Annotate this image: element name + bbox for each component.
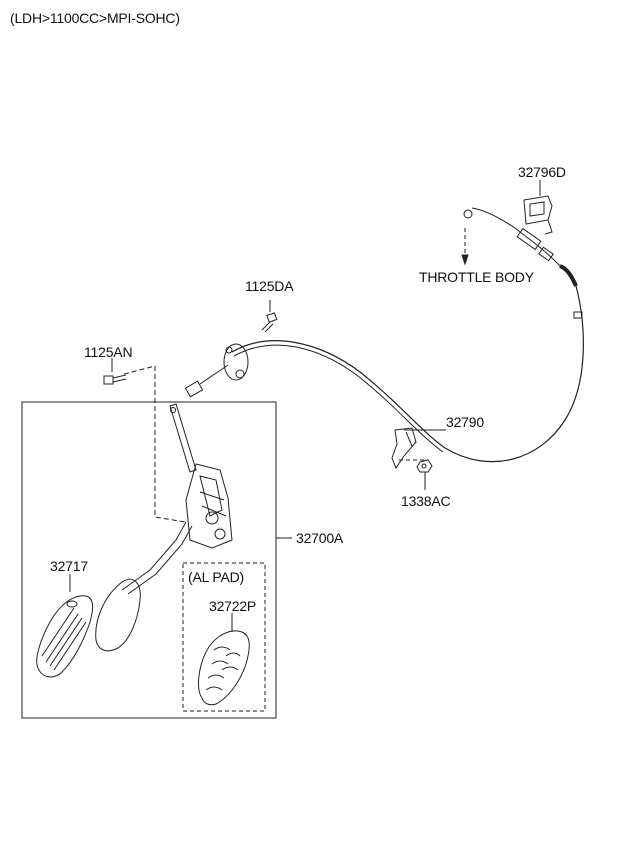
bracket-32796D <box>523 195 553 235</box>
label-1338AC: 1338AC <box>401 493 451 509</box>
cable-flange <box>184 343 249 398</box>
label-32717: 32717 <box>50 558 88 574</box>
label-throttle-body: THROTTLE BODY <box>419 269 534 285</box>
pad-32717 <box>36 595 94 678</box>
label-1125DA: 1125DA <box>245 278 294 294</box>
pad-32722P <box>198 630 250 706</box>
header-spec: (LDH>1100CC>MPI-SOHC) <box>10 10 180 26</box>
bolt-1125DA <box>261 312 278 333</box>
label-32722P: 32722P <box>209 598 257 614</box>
label-32790: 32790 <box>446 414 484 430</box>
label-32700A: 32700A <box>296 530 344 546</box>
label-al-pad: (AL PAD) <box>188 569 244 585</box>
pedal-assembly <box>95 403 233 652</box>
assembly-box <box>21 401 277 719</box>
cable-bracket <box>391 427 417 470</box>
al-pad-box <box>182 562 266 712</box>
nut-1338AC <box>416 459 433 473</box>
label-32796D: 32796D <box>518 164 566 180</box>
dash-1125AN <box>123 365 186 523</box>
label-1125AN: 1125AN <box>84 344 133 360</box>
cable-32790 <box>231 285 584 463</box>
bolt-1125AN <box>103 374 127 385</box>
